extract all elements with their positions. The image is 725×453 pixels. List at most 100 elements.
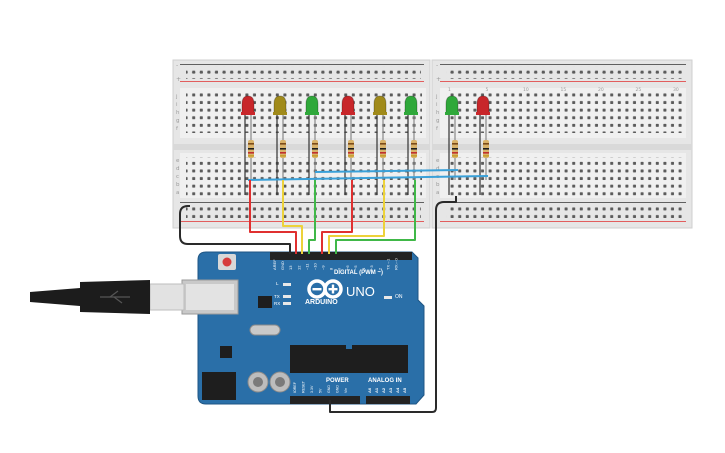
led-yellow bbox=[273, 95, 287, 115]
power-pin-label: 3.3V bbox=[310, 385, 314, 393]
analog-pin-label: A1 bbox=[374, 387, 379, 393]
resistor-band bbox=[452, 152, 458, 154]
digital-pin-label: ~11 bbox=[304, 263, 309, 270]
row-letter: d bbox=[176, 166, 180, 172]
analog-pin-label: A0 bbox=[367, 387, 372, 393]
resistor-band bbox=[411, 148, 417, 150]
blue-wire bbox=[247, 175, 489, 181]
digital-header bbox=[270, 252, 412, 260]
power-label: POWER bbox=[326, 378, 349, 384]
digital-pin-label: RX←0 bbox=[394, 257, 399, 270]
resistor-band bbox=[280, 155, 286, 157]
column-number: 25 bbox=[636, 87, 642, 93]
row-letter: j bbox=[435, 94, 438, 100]
crystal bbox=[249, 324, 281, 336]
power-header bbox=[290, 396, 360, 404]
row-letter: f bbox=[176, 126, 179, 132]
power-pin-label: RESET bbox=[302, 380, 306, 393]
ground-wire bbox=[179, 205, 291, 254]
row-letter: g bbox=[436, 118, 440, 124]
rail-minus-sign: - bbox=[436, 62, 438, 69]
resistor-band bbox=[452, 155, 458, 157]
digital-label: DIGITAL (PWM ~) bbox=[334, 270, 383, 276]
rail-minus-sign: - bbox=[176, 62, 178, 69]
led-rim bbox=[341, 112, 355, 115]
resistor-band bbox=[312, 152, 318, 154]
resistor-band bbox=[348, 152, 354, 154]
row-letter: i bbox=[176, 102, 178, 108]
digital-pin-label: TX→1 bbox=[385, 258, 390, 270]
power-pin-label: GND bbox=[336, 385, 340, 393]
resistor-band bbox=[411, 155, 417, 157]
column-number: 20 bbox=[598, 87, 604, 93]
led-rim bbox=[404, 112, 418, 115]
resistor-band bbox=[483, 155, 489, 157]
wire-red-2 bbox=[321, 180, 353, 254]
row-letter: h bbox=[176, 110, 180, 116]
resistor-band bbox=[312, 148, 318, 150]
column-number: 15 bbox=[561, 87, 567, 93]
led-green bbox=[305, 95, 319, 115]
row-letter: a bbox=[176, 190, 179, 196]
digital-pin-label: 8 bbox=[329, 267, 334, 270]
analog-pin-label: A5 bbox=[402, 387, 407, 393]
resistor-band bbox=[483, 152, 489, 154]
row-letter: c bbox=[176, 174, 179, 180]
microcontroller-chip bbox=[290, 345, 408, 373]
resistor-band bbox=[411, 152, 417, 154]
column-number: 1 bbox=[448, 87, 451, 93]
analog-header bbox=[366, 396, 410, 404]
arduino-logo bbox=[307, 279, 343, 299]
digital-pin-label: AREF bbox=[272, 259, 277, 270]
resistor-band bbox=[280, 143, 286, 145]
rail-plus-sign: + bbox=[436, 76, 441, 83]
led-green bbox=[445, 95, 459, 115]
digital-pin-label: ~5 bbox=[353, 265, 358, 270]
digital-pin-label: ~6 bbox=[345, 265, 350, 270]
resistor-band bbox=[483, 148, 489, 150]
resistor-band bbox=[452, 143, 458, 145]
leds-and-resistors bbox=[241, 95, 490, 195]
wire-yellow-1 bbox=[282, 180, 303, 254]
row-letter: f bbox=[436, 126, 439, 132]
digital-pin-label: 7 bbox=[337, 267, 342, 270]
resistor-band bbox=[280, 148, 286, 150]
resistor-band bbox=[348, 148, 354, 150]
resistor-band bbox=[380, 152, 386, 154]
digital-pin-label: 13 bbox=[288, 265, 293, 270]
analog-pin-label: A3 bbox=[388, 387, 393, 393]
resistor-band bbox=[248, 143, 254, 145]
resistor-band bbox=[380, 148, 386, 150]
row-letter: h bbox=[436, 110, 440, 116]
column-number: 30 bbox=[673, 87, 679, 93]
resistor-band bbox=[248, 155, 254, 157]
led-rim bbox=[305, 112, 319, 115]
usb-icon bbox=[100, 290, 130, 304]
wire-yellow-2 bbox=[328, 180, 385, 254]
blue-wires bbox=[247, 169, 489, 181]
led-rim bbox=[273, 112, 287, 115]
resistor-band bbox=[248, 152, 254, 154]
blue-wire bbox=[314, 169, 459, 173]
row-letter: b bbox=[176, 182, 180, 188]
resistor-band bbox=[248, 148, 254, 150]
wire-green-2 bbox=[335, 180, 416, 254]
row-letter: j bbox=[175, 94, 178, 100]
led-red bbox=[341, 95, 355, 115]
wires bbox=[179, 180, 457, 413]
row-letter: e bbox=[176, 158, 180, 164]
digital-pin-label: ~9 bbox=[321, 265, 326, 270]
power-pin-label: GND bbox=[327, 385, 331, 393]
led-rim bbox=[241, 112, 255, 115]
digital-pin-label: ~10 bbox=[313, 262, 318, 270]
row-letter: b bbox=[436, 182, 440, 188]
power-jack bbox=[202, 372, 236, 400]
led-label-l: L bbox=[276, 281, 279, 286]
led-rim bbox=[373, 112, 387, 115]
